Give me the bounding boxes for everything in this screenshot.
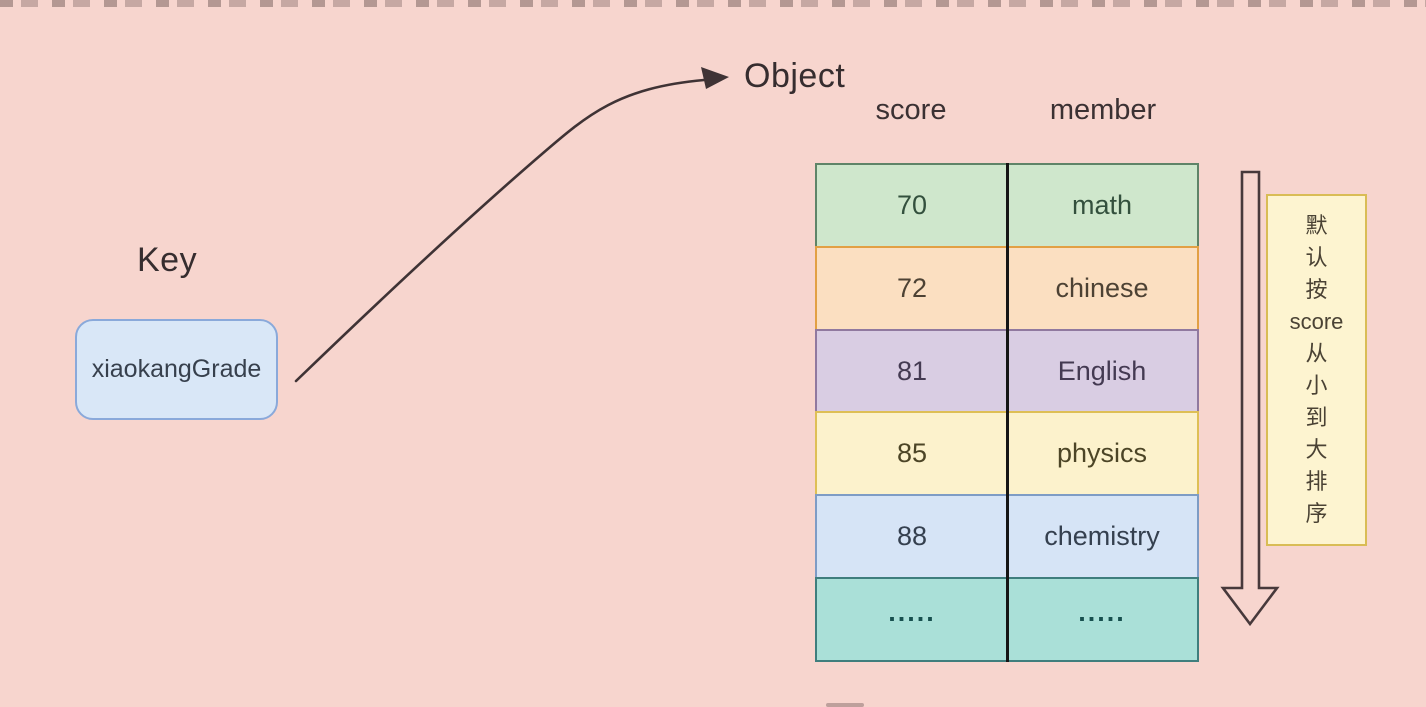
key-label: Key [137, 241, 198, 279]
cutoff-text-strip-top [0, 0, 1426, 7]
table-column-divider [1006, 163, 1009, 662]
sort-note: 默 认 按 score 从 小 到 大 排 序 [1266, 194, 1367, 546]
sort-note-line: score [1289, 309, 1344, 334]
sort-note-line: 默 [1305, 213, 1328, 238]
sort-note-line: 排 [1305, 469, 1328, 494]
table-header-member: member [1049, 94, 1157, 126]
sort-note-line: 按 [1305, 277, 1328, 302]
sort-note-line: 从 [1305, 341, 1328, 366]
score-cell: 72 [896, 272, 928, 303]
sort-note-line: 大 [1305, 437, 1328, 462]
key-box-text: xiaokangGrade [91, 355, 262, 383]
score-cell: 81 [896, 355, 928, 386]
arrowhead-right-icon [701, 67, 729, 89]
member-cell: math [1071, 189, 1133, 220]
object-label: Object [744, 57, 846, 95]
score-cell: ..... [888, 597, 936, 628]
score-cell: 88 [896, 521, 928, 552]
member-cell: English [1057, 355, 1147, 386]
table-header-row: score member [815, 94, 1199, 130]
sort-note-line: 小 [1305, 373, 1328, 398]
member-cell: chemistry [1044, 521, 1160, 552]
member-cell: ..... [1078, 597, 1126, 628]
key-to-object-arrow [294, 67, 729, 383]
table-header-score: score [875, 94, 947, 126]
member-cell: physics [1056, 438, 1148, 469]
key-box: xiaokangGrade [75, 319, 278, 420]
cutoff-text-mark-bottom [826, 703, 864, 707]
score-cell: 85 [896, 438, 928, 469]
sort-note-line: 认 [1305, 245, 1328, 270]
sort-note-line: 到 [1305, 405, 1328, 430]
sort-note-line: 序 [1305, 501, 1328, 526]
score-cell: 70 [896, 189, 928, 220]
member-cell: chinese [1055, 272, 1149, 303]
